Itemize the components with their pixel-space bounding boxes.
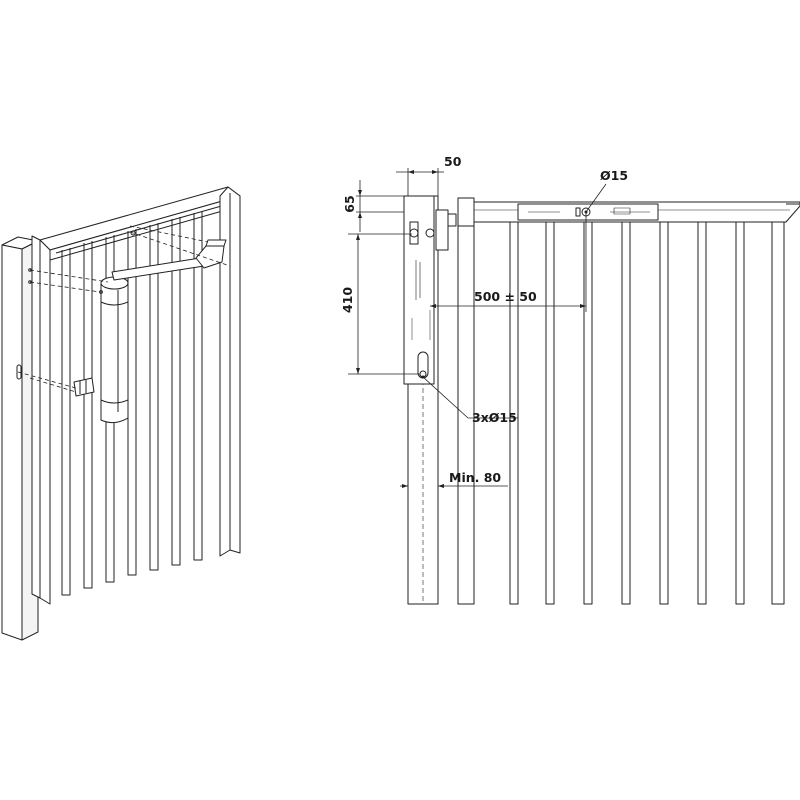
dimension-lines bbox=[348, 168, 607, 487]
dim-arm-distance: 500 ± 50 bbox=[474, 289, 537, 304]
arm-bracket bbox=[517, 203, 659, 221]
elevation-pickets bbox=[457, 222, 785, 605]
dim-arm-hole: Ø15 bbox=[600, 168, 628, 183]
assembly-guide-lines bbox=[17, 225, 231, 393]
isometric-gate-view bbox=[1, 186, 241, 641]
dim-post-holes: 3xØ15 bbox=[472, 410, 517, 425]
dim-top-offset: 65 bbox=[342, 195, 357, 212]
closer-mounting-plate bbox=[403, 195, 457, 385]
dim-hole-spacing: 410 bbox=[340, 287, 355, 313]
gate-closer-isometric bbox=[17, 225, 231, 424]
dim-post-width: 50 bbox=[444, 154, 462, 169]
gate-frame bbox=[31, 186, 241, 605]
dim-min-gap: Min. 80 bbox=[449, 470, 501, 485]
elevation-view bbox=[403, 195, 800, 605]
dimension-arrows bbox=[356, 170, 588, 488]
